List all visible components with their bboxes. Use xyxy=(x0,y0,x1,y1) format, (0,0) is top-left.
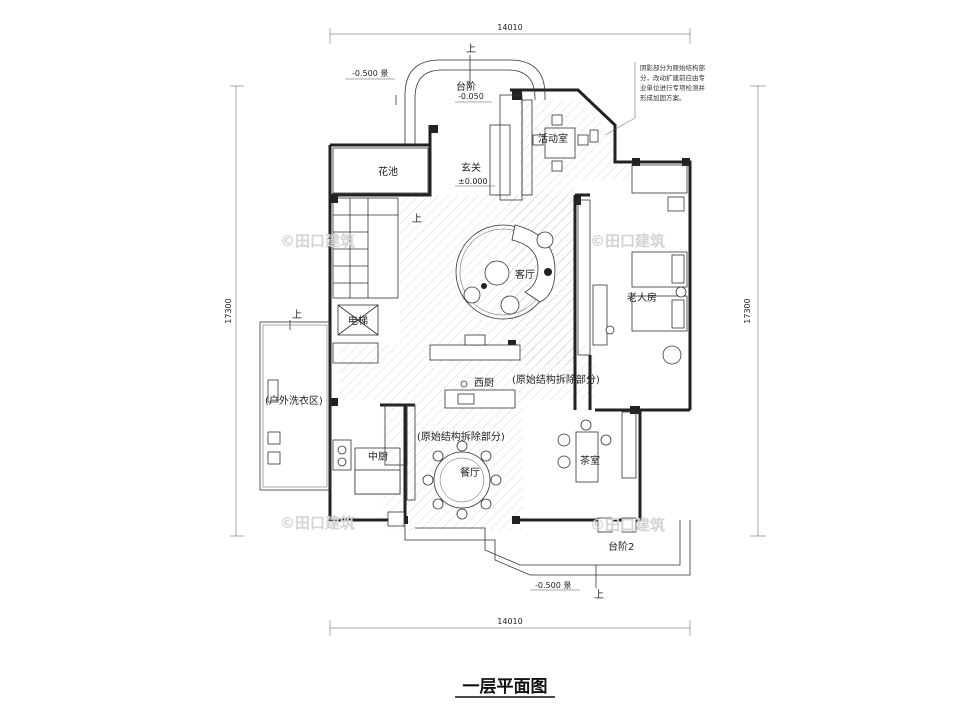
room-label-steps-bottom: 台阶2 xyxy=(608,540,634,553)
room-label-foyer: 玄关 xyxy=(461,161,481,174)
note-line-1: 阴影部分为原始结构部 xyxy=(640,63,706,72)
watermarks: ©田口建筑 ©田口建筑 ©田口建筑 ©田口建筑 xyxy=(280,232,665,534)
dim-bottom: 14010 xyxy=(497,617,522,626)
room-label-dining: 餐厅 xyxy=(460,466,480,479)
up-mark-top: 上 xyxy=(466,43,476,55)
terraces xyxy=(332,59,691,576)
room-label-removed-2: (原始结构拆除部分) xyxy=(417,430,505,443)
tea-room-furniture xyxy=(557,411,637,533)
up-arrows: 上 上 上 上 xyxy=(289,43,604,601)
level-entry-step: -0.050 xyxy=(458,92,484,101)
level-bottom: -0.500 景 xyxy=(535,581,571,590)
room-labels: 台阶 活动室 花池 玄关 客厅 电梯 老人房 西厨 (原始结构拆除部分) (原始… xyxy=(265,80,657,553)
up-mark-laundry: 上 xyxy=(292,309,302,321)
room-label-steps-top: 台阶 xyxy=(456,80,476,93)
up-mark-stair: 上 xyxy=(412,213,422,225)
level-foyer: ±0.000 xyxy=(458,177,488,186)
room-label-elevator: 电梯 xyxy=(348,314,368,327)
room-label-removed-1: (原始结构拆除部分) xyxy=(512,373,600,386)
watermark-4: ©田口建筑 xyxy=(590,516,665,534)
room-label-planter: 花池 xyxy=(378,165,398,178)
watermark-3: ©田口建筑 xyxy=(280,514,355,532)
dim-right: 17300 xyxy=(743,298,752,323)
chinese-kitchen xyxy=(332,439,405,527)
room-label-tea-room: 茶室 xyxy=(580,454,600,467)
note-line-2: 分，改动扩建前应由专 xyxy=(640,73,706,82)
western-kitchen xyxy=(384,334,521,501)
room-label-western-kitchen: 西厨 xyxy=(474,377,494,389)
level-marks: -0.500 景 -0.500 景 -0.050 ±0.000 xyxy=(345,69,580,591)
plan-title: 一层平面图 xyxy=(463,677,548,697)
dim-left: 17300 xyxy=(224,298,233,323)
room-label-chinese-kitchen: 中厨 xyxy=(368,450,388,463)
structure-note: 阴影部分为原始结构部 分，改动扩建前应由专 业单位进行专项检测并 形成加固方案。 xyxy=(604,62,706,136)
living-furniture xyxy=(455,224,556,320)
activity-furniture xyxy=(521,99,599,196)
level-top-left: -0.500 景 xyxy=(352,69,388,78)
dim-top: 14010 xyxy=(497,23,522,32)
room-label-living: 客厅 xyxy=(515,268,535,281)
laundry-area xyxy=(259,321,331,491)
room-label-activity: 活动室 xyxy=(538,132,568,145)
watermark-1: ©田口建筑 xyxy=(280,232,355,250)
dimension-lines: 14010 14010 17300 17300 xyxy=(224,23,766,636)
note-line-4: 形成加固方案。 xyxy=(640,93,686,102)
watermark-2: ©田口建筑 xyxy=(590,232,665,250)
up-mark-bottom: 上 xyxy=(594,589,604,601)
room-label-laundry: (户外洗衣区) xyxy=(265,394,323,407)
walls xyxy=(328,88,692,524)
elder-room-furniture xyxy=(577,164,688,365)
dining-furniture xyxy=(422,440,502,520)
note-line-3: 业单位进行专项检测并 xyxy=(640,83,706,92)
room-label-elder-room: 老人房 xyxy=(627,291,657,304)
